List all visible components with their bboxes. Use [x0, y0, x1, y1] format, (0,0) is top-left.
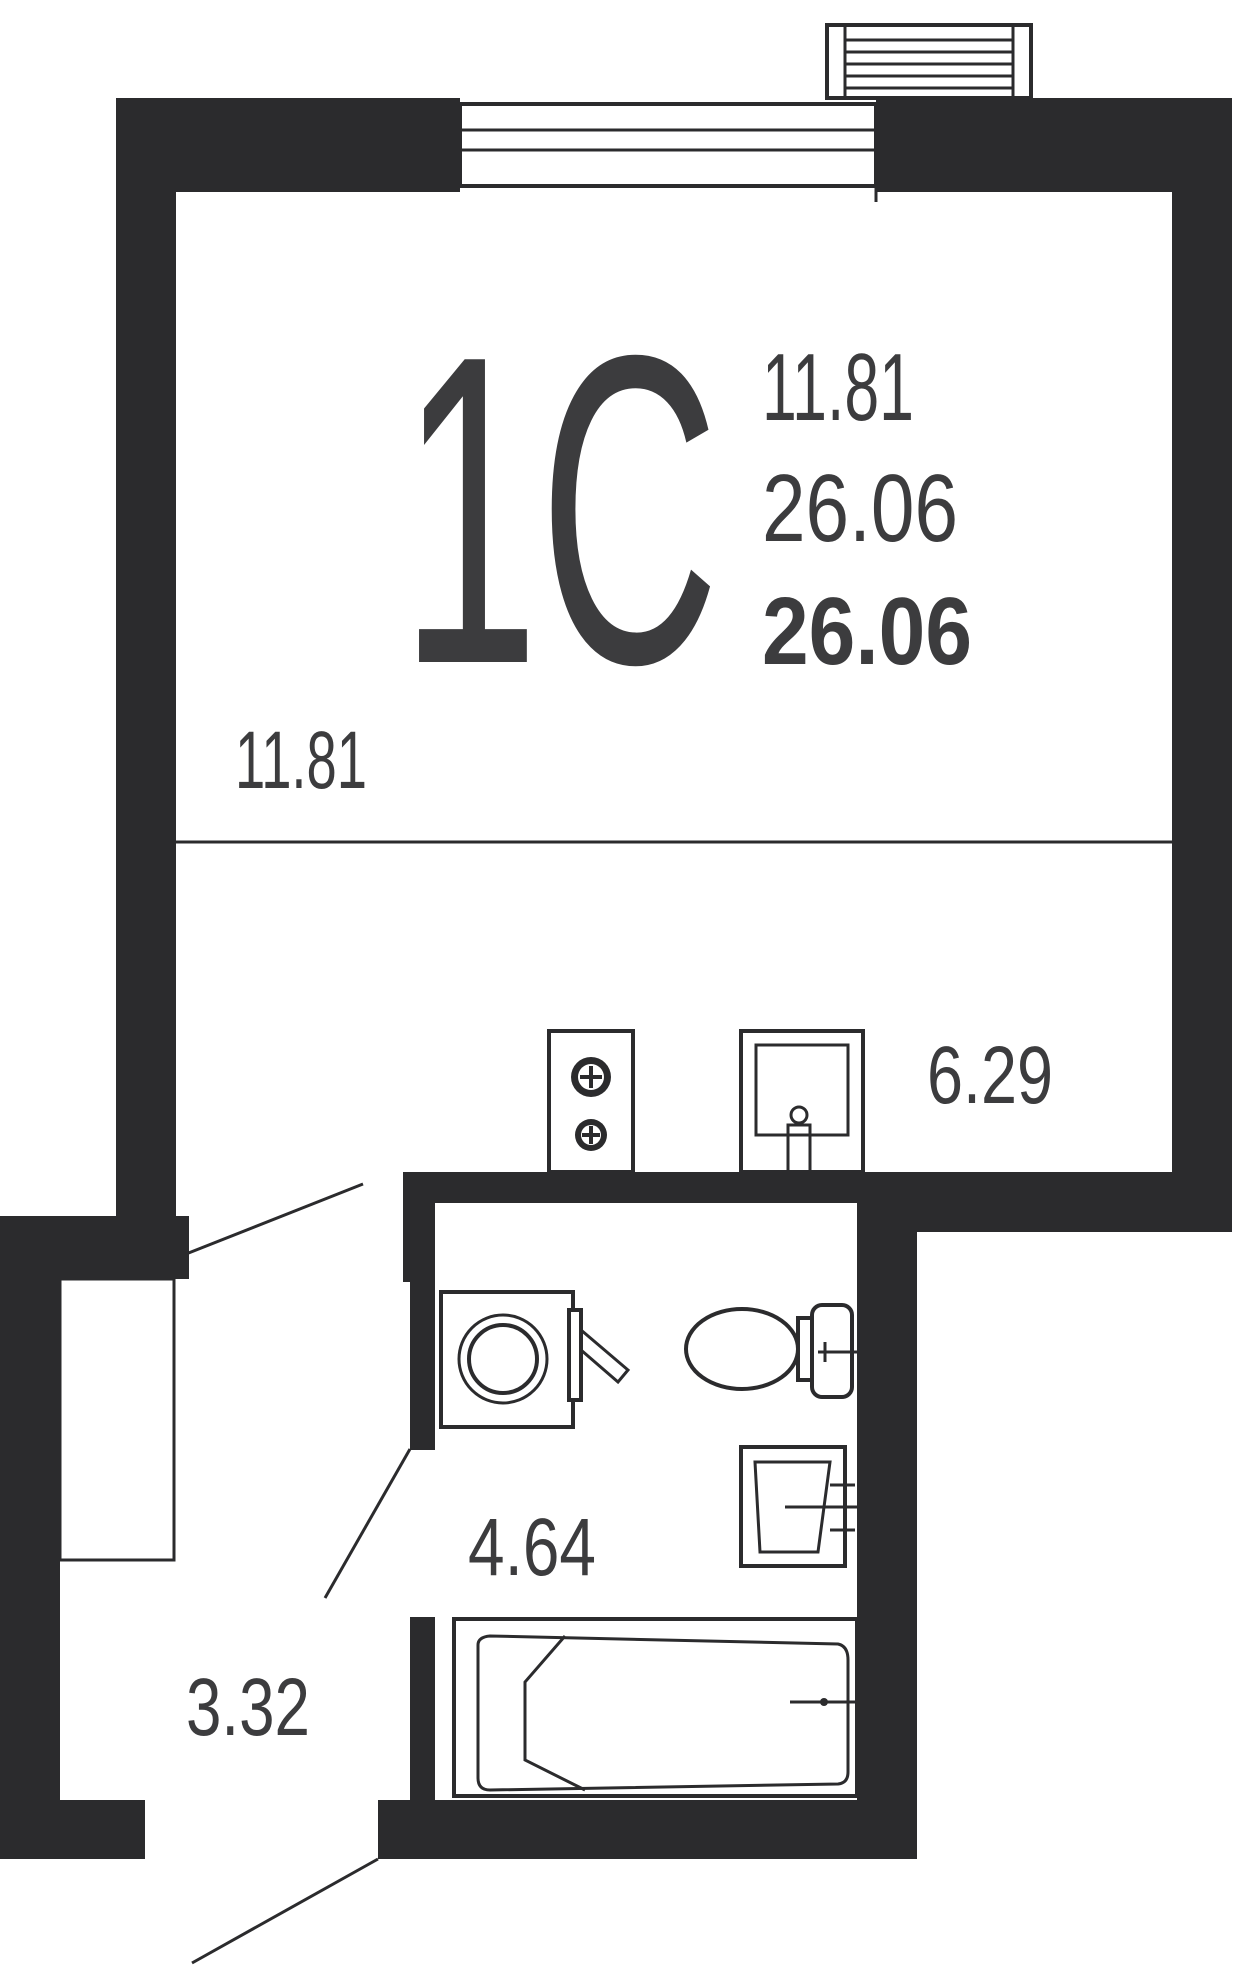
closet — [58, 1277, 176, 1562]
washing-machine-icon — [439, 1290, 631, 1429]
living-area: 11.81 — [762, 334, 914, 441]
doors — [185, 1182, 412, 1965]
bathroom-sink-icon — [739, 1445, 860, 1568]
toilet-icon — [684, 1303, 862, 1399]
room-area-living: 11.81 — [235, 715, 367, 806]
total-area-bold: 26.06 — [762, 578, 972, 685]
bathtub-icon — [452, 1617, 859, 1798]
window — [458, 102, 878, 202]
room-area-bathroom: 4.64 — [468, 1502, 596, 1593]
kitchen-sink-icon — [739, 1029, 865, 1174]
room-area-kitchen: 6.29 — [927, 1030, 1053, 1121]
total-area: 26.06 — [762, 455, 958, 562]
unit-code: 1C — [400, 264, 720, 756]
walls — [0, 98, 1232, 1859]
balcony — [825, 23, 1033, 100]
room-area-hallway: 3.32 — [186, 1662, 310, 1753]
stove-icon — [547, 1029, 635, 1174]
